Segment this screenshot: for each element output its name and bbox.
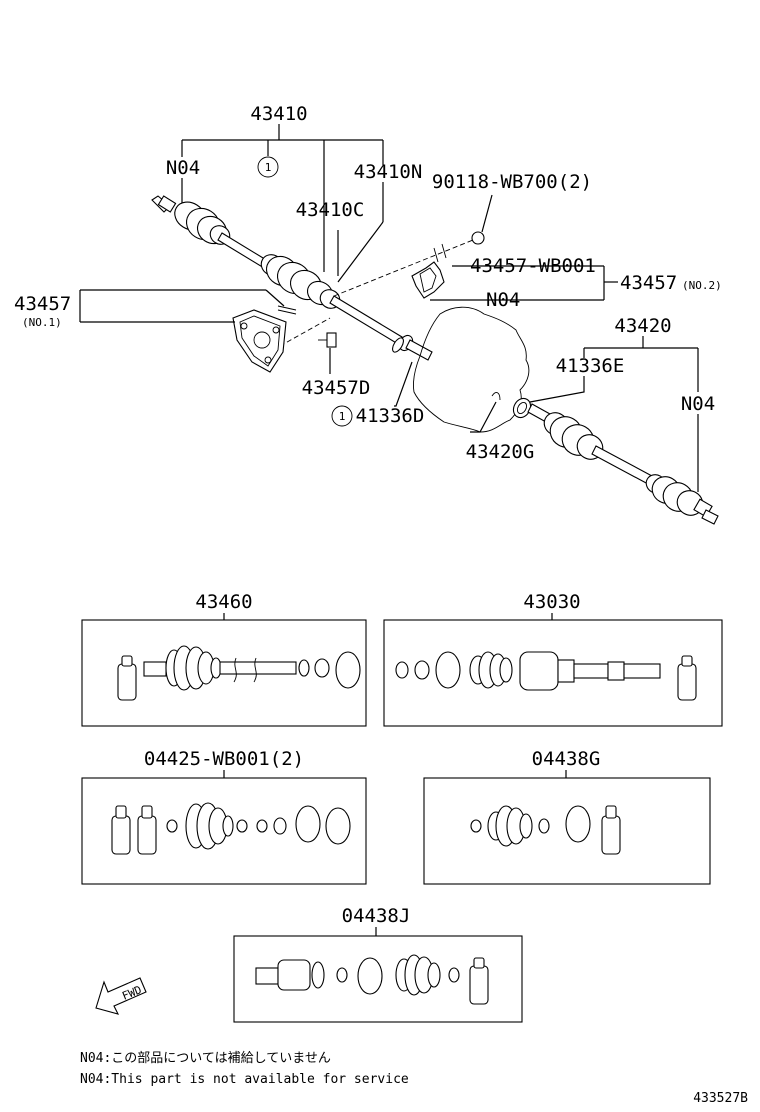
leader-90118 <box>481 194 493 233</box>
kit-04425-parts-icon <box>111 802 351 855</box>
leader-43420G <box>470 401 497 433</box>
drive-shaft-left-icon <box>151 195 433 361</box>
bearing-bracket-icon <box>232 305 297 373</box>
label-kit-04425: 04425-WB001(2) <box>144 748 304 770</box>
fwd-arrow-icon: FWD <box>95 977 147 1015</box>
label-43457-n04: N04 <box>486 289 520 311</box>
bearing-bracket-no2-icon <box>411 243 447 299</box>
label-43420-n04: N04 <box>681 393 715 415</box>
label-43410C: 43410C <box>296 199 365 221</box>
note-en: N04:This part is not available for servi… <box>80 1072 409 1087</box>
transmission-outline-icon <box>413 306 530 433</box>
centerline-bolt <box>279 317 331 347</box>
label-43457-no2: 43457 <box>620 272 677 294</box>
label-41336D: 41336D <box>356 405 425 427</box>
label-kit-04438G: 04438G <box>532 748 601 770</box>
label-43457-no1-suffix: (NO.1) <box>22 316 62 329</box>
label-90118: 90118-WB700(2) <box>432 171 592 193</box>
leader-41336D <box>394 361 413 407</box>
kit-box-04425 <box>81 777 367 885</box>
callout-43410 <box>181 124 384 283</box>
label-kit-43030: 43030 <box>523 591 580 613</box>
callout-43457-no2 <box>430 265 618 301</box>
kit-box-04438J <box>233 935 523 1023</box>
kit-box-43030 <box>383 619 723 727</box>
bolt-90118-icon <box>471 231 485 245</box>
bolt-43457D-icon <box>318 332 337 348</box>
kit-box-43460 <box>81 619 367 727</box>
diagram-id: 433527B <box>693 1091 748 1106</box>
callout-43420 <box>529 336 699 492</box>
note-jp: N04:この部品については補給していません <box>80 1051 331 1066</box>
label-43457D: 43457D <box>302 377 371 399</box>
label-43410-ref: 1 <box>265 161 272 174</box>
kit-04438G-parts-icon <box>470 805 621 855</box>
label-41336E: 41336E <box>556 355 625 377</box>
label-43457-no2-suffix: (NO.2) <box>682 279 722 292</box>
label-43420: 43420 <box>614 315 671 337</box>
label-43410-n04: N04 <box>166 157 200 179</box>
clip-43420G-icon <box>491 392 501 401</box>
label-43457-wb001: 43457-WB001 <box>470 255 596 277</box>
kit-box-04438G <box>423 777 711 885</box>
ref-circle-41336D-icon <box>331 405 353 427</box>
label-43420G: 43420G <box>466 441 535 463</box>
kit-04438J-parts-icon <box>255 954 489 1005</box>
kit-43030-parts-icon <box>395 651 697 701</box>
callout-43457-no1 <box>79 289 285 323</box>
ref-circle-icon <box>257 156 279 178</box>
kit-43460-parts-icon <box>117 645 361 701</box>
label-43410N: 43410N <box>354 161 423 183</box>
drive-shaft-right-icon <box>512 397 719 525</box>
label-41336D-ref: 1 <box>339 410 346 423</box>
label-43410: 43410 <box>250 103 307 125</box>
label-43457-no1: 43457 <box>14 293 71 315</box>
snap-ring-41336D-icon <box>392 337 404 353</box>
label-kit-04438J: 04438J <box>342 905 411 927</box>
label-kit-43460: 43460 <box>195 591 252 613</box>
centerline-upper <box>333 237 479 297</box>
